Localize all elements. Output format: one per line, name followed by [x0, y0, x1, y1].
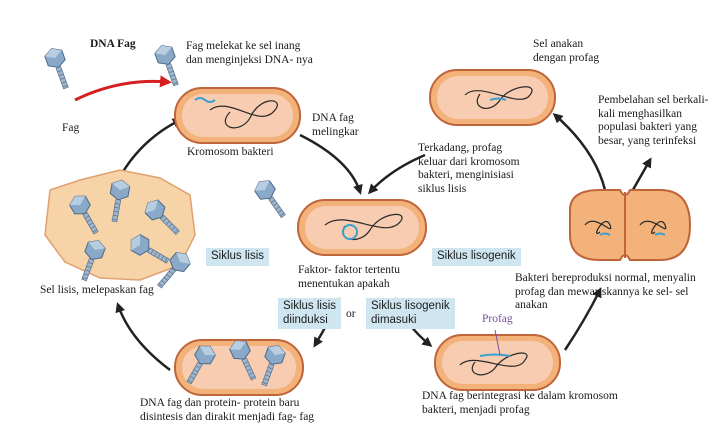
- cell-dividing: [569, 189, 692, 261]
- label-terkadang: Terkadang, profag keluar dari kromosom b…: [418, 142, 520, 195]
- box-siklus-lisis-diinduksi: Siklus lisis diinduksi: [278, 298, 342, 329]
- cell-assembly: [174, 336, 304, 396]
- arrow-top-to-center: [299, 133, 363, 195]
- label-pembelahan: Pembelahan sel berkali- kali menghasilka…: [598, 94, 709, 147]
- arrow-bottom-left-to-lysis: [115, 302, 171, 371]
- label-kromosom-bakteri: Kromosom bakteri: [187, 146, 274, 158]
- arrow-dividing-to-top-right: [552, 113, 607, 191]
- label-profag: Profag: [482, 313, 513, 325]
- cell-daughter-prophage: [429, 69, 556, 126]
- label-dna-fag-melingkar: DNA fag melingkar: [312, 112, 359, 138]
- cell-center: [297, 199, 427, 256]
- cell-infected: [174, 87, 301, 144]
- arrow-bottom-right-to-dividing: [563, 287, 602, 351]
- box-siklus-lisogenik: Siklus lisogenik: [432, 248, 521, 266]
- label-fag-melekat: Fag melekat ke sel inang dan menginjeksi…: [186, 40, 313, 66]
- label-dna-fag-berintegrasi: DNA fag berintegrasi ke dalam kromosom b…: [422, 390, 618, 416]
- label-dna-fag: DNA Fag: [90, 38, 136, 50]
- cell-lysed: [44, 169, 196, 293]
- label-fag: Fag: [62, 122, 80, 134]
- cell-integration: [434, 329, 561, 391]
- box-siklus-lisis: Siklus lisis: [206, 248, 270, 266]
- label-bakteri-bereproduksi: Bakteri bereproduksi normal, menyalin pr…: [515, 272, 696, 311]
- label-dna-fag-protein: DNA fag dan protein- protein baru disint…: [140, 397, 315, 423]
- arrow-right-to-center: [367, 153, 426, 195]
- box-siklus-lisogenik-dimasuki: Siklus lisogenik dimasuki: [366, 298, 455, 329]
- label-faktor: Faktor- faktor tertentu menentukan apaka…: [298, 264, 400, 290]
- red-arrow: [74, 75, 172, 102]
- free-phage-icon: [42, 45, 75, 92]
- phage-center-icon: [251, 176, 292, 222]
- label-sel-anakan: Sel anakan dengan profag: [533, 38, 600, 64]
- label-sel-lisis: Sel lisis, melepaskan fag: [40, 284, 154, 296]
- label-or: or: [346, 308, 356, 320]
